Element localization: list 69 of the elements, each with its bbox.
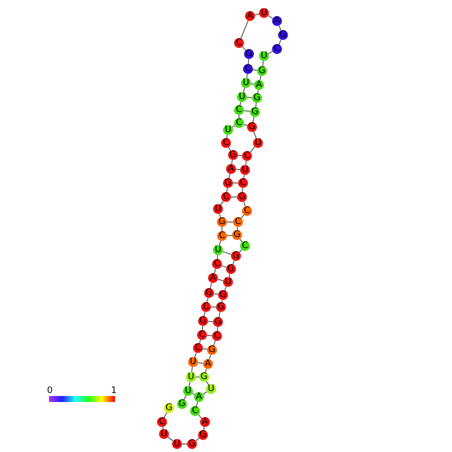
backbone-line bbox=[204, 368, 208, 373]
backbone-line bbox=[218, 311, 221, 318]
backbone-line bbox=[236, 226, 238, 231]
scale-tick-label: 1 bbox=[111, 387, 117, 396]
backbone-line bbox=[228, 273, 230, 278]
backbone-line bbox=[242, 46, 246, 51]
backbone-line bbox=[218, 213, 222, 218]
backbone-line bbox=[248, 58, 250, 64]
backbone-line bbox=[278, 25, 282, 31]
backbone-line bbox=[210, 306, 216, 308]
backbone-line bbox=[240, 101, 242, 106]
backbone-line bbox=[278, 39, 282, 45]
backbone-line bbox=[243, 124, 248, 126]
backbone-line bbox=[198, 339, 202, 344]
backbone-line bbox=[226, 134, 228, 139]
backbone-line bbox=[188, 381, 190, 387]
backbone-line bbox=[240, 20, 249, 39]
backbone-line bbox=[228, 173, 230, 179]
backbone-line bbox=[191, 366, 193, 373]
backbone-line bbox=[226, 187, 228, 193]
backbone-line bbox=[202, 348, 208, 350]
backbone-line bbox=[167, 436, 174, 442]
backbone-line bbox=[195, 438, 200, 442]
backbone-line bbox=[250, 146, 256, 153]
backbone-line bbox=[216, 254, 218, 260]
backbone-line bbox=[245, 160, 247, 166]
backbone-line bbox=[197, 362, 204, 364]
backbone-line bbox=[252, 116, 255, 123]
backbone-line bbox=[213, 293, 219, 295]
backbone-line bbox=[253, 131, 257, 139]
backbone-line bbox=[220, 200, 224, 206]
backbone-line bbox=[221, 265, 227, 268]
backbone-line bbox=[206, 334, 212, 336]
backbone-line bbox=[206, 297, 208, 303]
backbone-line bbox=[217, 278, 224, 282]
backbone-line bbox=[232, 182, 238, 184]
backbone-line bbox=[252, 69, 258, 71]
backbone-line bbox=[260, 75, 262, 81]
backbone-line bbox=[202, 391, 208, 395]
backbone-line bbox=[243, 201, 246, 207]
backbone-line bbox=[198, 414, 202, 419]
backbone-line bbox=[246, 73, 248, 79]
backbone-line bbox=[213, 340, 216, 346]
backbone-line bbox=[243, 110, 251, 112]
backbone-line bbox=[230, 196, 238, 198]
backbone-line bbox=[237, 154, 243, 156]
backbone-line bbox=[243, 174, 245, 179]
backbone-line bbox=[231, 159, 233, 165]
backbone-line bbox=[194, 352, 197, 358]
backbone-line bbox=[222, 251, 232, 255]
backbone-line bbox=[250, 83, 255, 85]
backbone-line bbox=[235, 168, 241, 170]
backbone-line bbox=[255, 102, 257, 108]
backbone-line bbox=[232, 125, 236, 128]
backbone-line bbox=[262, 60, 264, 67]
backbone-line bbox=[204, 311, 206, 317]
backbone-line bbox=[226, 234, 232, 236]
scale-tick-label: 0 bbox=[47, 387, 53, 396]
backbone-line bbox=[210, 282, 212, 289]
backbone-line bbox=[238, 114, 240, 118]
backbone-line bbox=[216, 326, 218, 332]
backbone-line bbox=[203, 426, 205, 431]
backbone-line bbox=[202, 325, 204, 331]
backbone-line bbox=[238, 249, 242, 253]
backbone-line bbox=[246, 96, 252, 98]
backbone-line bbox=[242, 187, 244, 193]
backbone-line bbox=[254, 14, 260, 16]
backbone-line bbox=[257, 89, 259, 94]
backbone-line bbox=[208, 320, 214, 322]
